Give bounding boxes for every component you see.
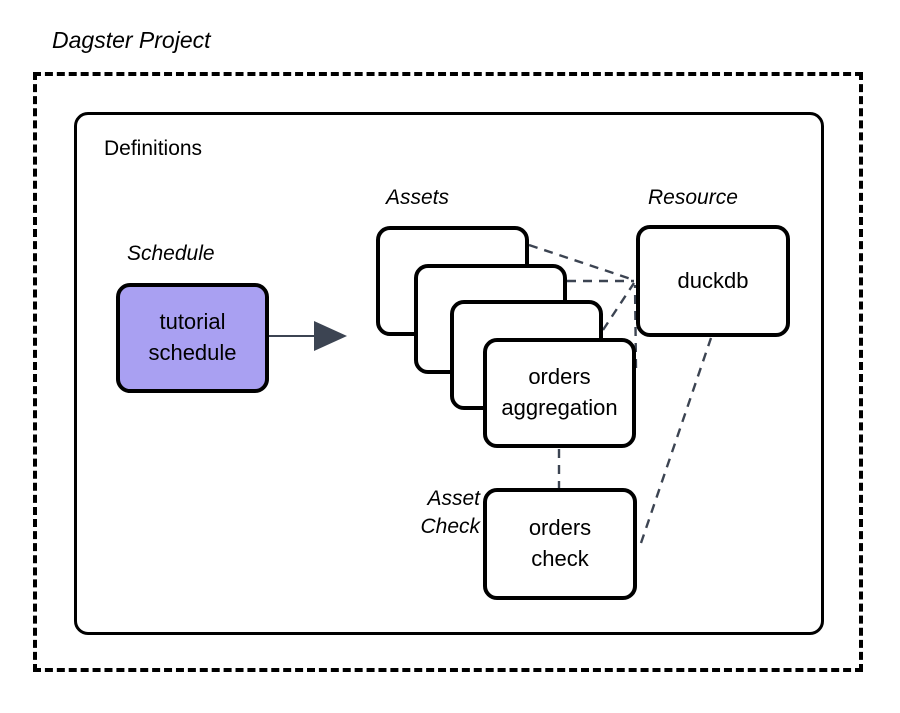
definitions-label: Definitions — [104, 137, 203, 160]
node-orders-aggregation[interactable]: orders aggregation — [483, 338, 636, 448]
node-tutorial-schedule-line1: tutorial — [159, 309, 226, 335]
node-duckdb[interactable]: duckdb — [636, 225, 790, 337]
project-boundary — [33, 72, 863, 672]
node-orders-aggregation-line1: orders — [528, 364, 591, 390]
assets-group-label: Assets — [386, 186, 450, 209]
node-tutorial-schedule[interactable]: tutorial schedule — [116, 283, 269, 393]
node-orders-check-line1: orders — [528, 515, 592, 541]
schedule-group-label: Schedule — [127, 242, 215, 265]
asset-check-group-label: Asset Check — [330, 458, 480, 567]
node-tutorial-schedule-line2: schedule — [148, 340, 237, 365]
node-orders-check-line2: check — [531, 546, 589, 571]
asset-check-group-label-line2: Check — [420, 514, 480, 538]
project-title: Dagster Project — [52, 27, 211, 53]
node-orders-check[interactable]: orders check — [483, 488, 637, 600]
node-orders-aggregation-line2: aggregation — [501, 395, 618, 420]
asset-check-group-label-line1: Asset — [427, 487, 480, 511]
resource-group-label: Resource — [648, 186, 738, 209]
node-duckdb-line1: duckdb — [677, 267, 749, 293]
